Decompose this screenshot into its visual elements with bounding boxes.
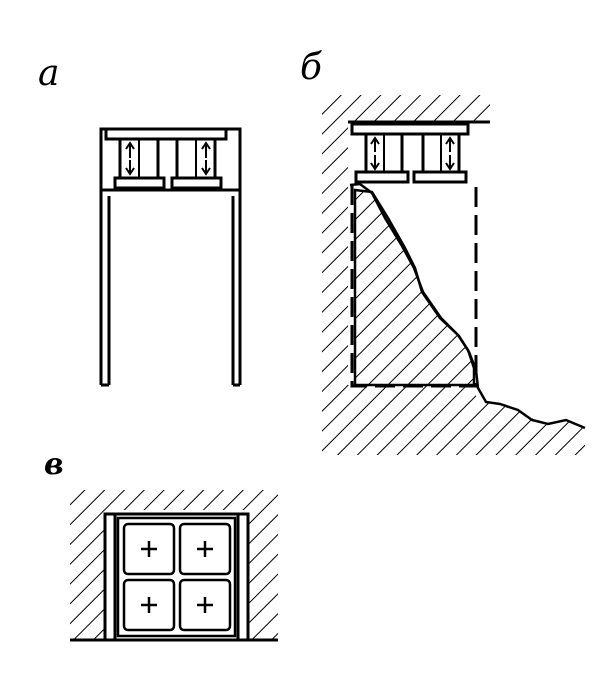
figure-a xyxy=(99,127,242,387)
support-b-arrows xyxy=(370,136,455,171)
figure-v xyxy=(70,490,278,642)
plus-icon xyxy=(197,597,213,613)
label-a: а xyxy=(38,53,60,94)
figure-b xyxy=(322,95,586,455)
frame-a-arrows xyxy=(125,141,211,176)
panel-grid xyxy=(116,516,237,638)
plus-icon xyxy=(141,541,157,557)
frame-a-top-beam xyxy=(104,127,228,141)
cross-marks xyxy=(141,541,213,613)
rock-mass-left-top xyxy=(322,95,585,455)
support-b-pad-right xyxy=(412,170,468,184)
label-v: в xyxy=(44,447,64,482)
label-b: б xyxy=(300,47,322,88)
frame-v xyxy=(70,512,278,642)
support-b-pad-left xyxy=(354,170,410,184)
frame-v-right-post xyxy=(236,512,250,642)
opening-b-dashed-outline xyxy=(350,185,478,388)
plus-icon xyxy=(141,597,157,613)
crack-line xyxy=(349,182,586,430)
frame-a-outline xyxy=(99,127,242,385)
support-b-top-beam xyxy=(350,122,470,136)
frame-v-left-post xyxy=(103,512,117,642)
plus-icon xyxy=(197,541,213,557)
